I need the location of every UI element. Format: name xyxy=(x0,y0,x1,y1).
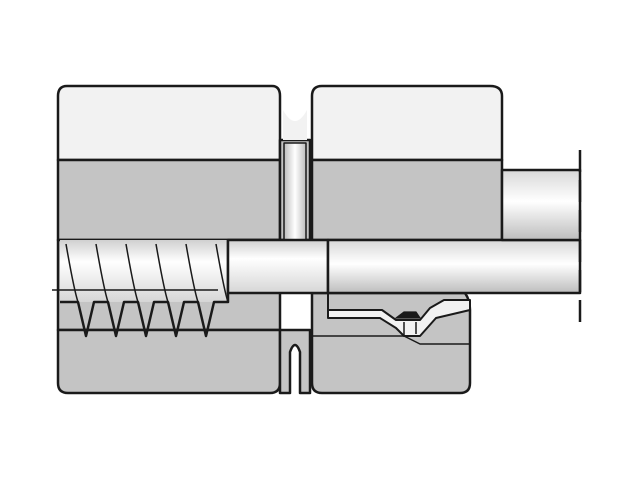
internal-thread xyxy=(52,240,230,338)
nut-lower-shade xyxy=(312,335,470,345)
groove-neck xyxy=(278,110,312,395)
female-hex-body xyxy=(56,84,282,395)
ferrule xyxy=(327,292,471,337)
tube xyxy=(326,150,582,330)
central-bore xyxy=(226,238,330,295)
